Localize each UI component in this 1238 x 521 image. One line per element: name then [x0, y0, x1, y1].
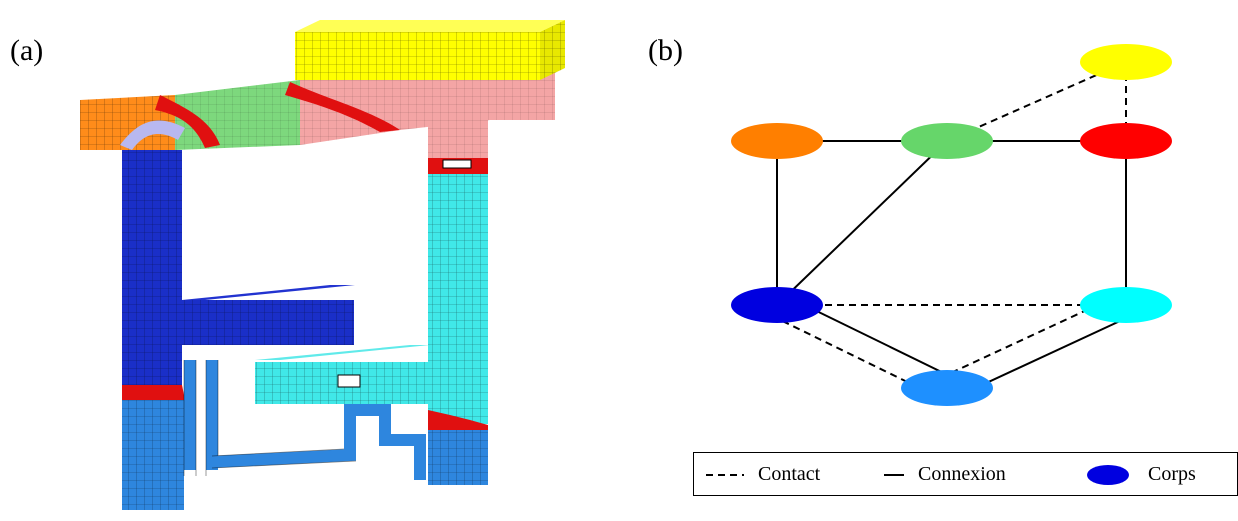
node-red	[1080, 123, 1172, 159]
top-beam	[80, 60, 555, 150]
legend: Contact Connexion Corps	[693, 452, 1238, 496]
legend-connexion-label: Connexion	[918, 463, 1006, 485]
legend-corps-ellipse	[1087, 465, 1129, 485]
edge-contact-green-yellow	[946, 61, 1127, 142]
node-orange	[731, 123, 823, 159]
node-cyan	[1080, 287, 1172, 323]
cyan-arm	[255, 345, 430, 404]
yellow-block	[295, 20, 565, 80]
right-column	[428, 120, 488, 485]
node-green	[901, 123, 993, 159]
panel-label-a: (a)	[10, 34, 44, 67]
node-yellow	[1080, 44, 1172, 80]
left-column	[122, 150, 185, 510]
node-lightblue	[901, 370, 993, 406]
node-blue	[731, 287, 823, 323]
edge-contact-cyan-lightblue	[941, 293, 1122, 379]
legend-corps-label: Corps	[1148, 463, 1196, 485]
edge-connexion-green-blue	[776, 140, 948, 306]
legend-contact-label: Contact	[758, 463, 821, 485]
light-blue-frame	[184, 360, 426, 480]
blue-arm	[182, 285, 355, 345]
panel-label-b: (b)	[648, 34, 683, 67]
mesh-structure-illustration	[80, 20, 565, 510]
